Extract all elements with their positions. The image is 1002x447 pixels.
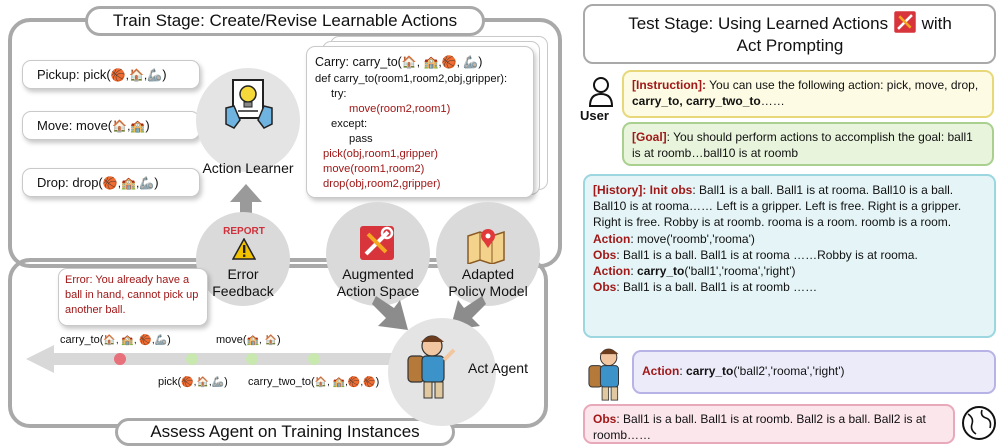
globe-icon xyxy=(960,404,998,442)
action-card-pickup: Pickup: pick(🏀,🏠,🦾) xyxy=(22,60,200,89)
action-learner-label: Action Learner xyxy=(202,160,294,176)
timeline-dot-carry-two-to xyxy=(308,353,320,365)
goal-box: [Goal]: You should perform actions to ac… xyxy=(622,122,994,166)
agent-action-box: Action: carry_to('ball2','rooma','right'… xyxy=(632,350,996,394)
timeline-label-pick: pick(🏀,🏠,🦾) xyxy=(158,376,228,388)
test-stage-title: Test Stage: Using Learned Actions with A… xyxy=(590,10,990,57)
test-stage-title-box xyxy=(583,4,996,64)
adapted-policy-label: Adapted Policy Model xyxy=(448,266,528,299)
augmented-action-label: Augmented Action Space xyxy=(336,266,420,299)
down-arrow-augmented xyxy=(372,296,412,332)
code-line: pass xyxy=(349,133,373,145)
explorer-icon xyxy=(584,344,630,402)
action-card-move: Move: move(🏠,🏫) xyxy=(22,111,200,140)
up-arrow xyxy=(226,182,266,220)
error-feedback-label: Error Feedback xyxy=(212,266,274,299)
map-icon xyxy=(466,226,506,266)
report-badge: REPORT xyxy=(223,226,265,237)
history-box: [History]: Init obs: Ball1 is a ball. Ba… xyxy=(583,174,996,338)
timeline-dot-move xyxy=(246,353,258,365)
code-line: drop(obj,room2,gripper) xyxy=(323,178,441,190)
instruction-box: [Instruction]: You can use the following… xyxy=(622,70,994,118)
code-line: move(room2,room1) xyxy=(349,103,451,115)
carry-to-code-box: Carry: carry_to(🏠, 🏫,🏀, 🦾) def carry_to(… xyxy=(306,46,534,198)
explorer-icon xyxy=(402,330,458,400)
code-line: move(room1,room2) xyxy=(323,163,425,175)
user-icon xyxy=(588,76,614,110)
timeline-dot-pick xyxy=(186,353,198,365)
assess-stage-title: Assess Agent on Training Instances xyxy=(115,418,455,446)
tool-icon xyxy=(358,224,396,262)
code-line: def carry_to(room1,room2,obj,gripper): xyxy=(315,73,508,85)
code-line: except: xyxy=(331,118,368,130)
train-stage-title: Train Stage: Create/Revise Learnable Act… xyxy=(85,6,485,36)
warning-icon xyxy=(231,237,257,260)
action-card-drop: Drop: drop(🏀,🏫,🦾) xyxy=(22,168,200,197)
lightbulb-document-icon xyxy=(224,78,274,130)
code-line: pick(obj,room1,gripper) xyxy=(323,148,439,160)
timeline-arrow xyxy=(26,344,426,374)
code-line: try: xyxy=(331,88,347,100)
user-label: User xyxy=(580,108,609,123)
timeline-dot-carry-to xyxy=(114,353,126,365)
act-agent-label: Act Agent xyxy=(468,360,528,376)
observation-box: Obs: Ball1 is a ball. Ball1 is at roomb.… xyxy=(583,404,955,444)
tool-icon xyxy=(894,11,916,33)
timeline-label-move: move(🏫, 🏠) xyxy=(216,334,281,346)
timeline-label-carry-two-to: carry_two_to(🏠, 🏫,🏀,🏀) xyxy=(248,376,380,388)
timeline-label-carry-to: carry_to(🏠, 🏫, 🏀,🦾) xyxy=(60,334,171,346)
error-message-card: Error: You already have a ball in hand, … xyxy=(58,268,208,326)
